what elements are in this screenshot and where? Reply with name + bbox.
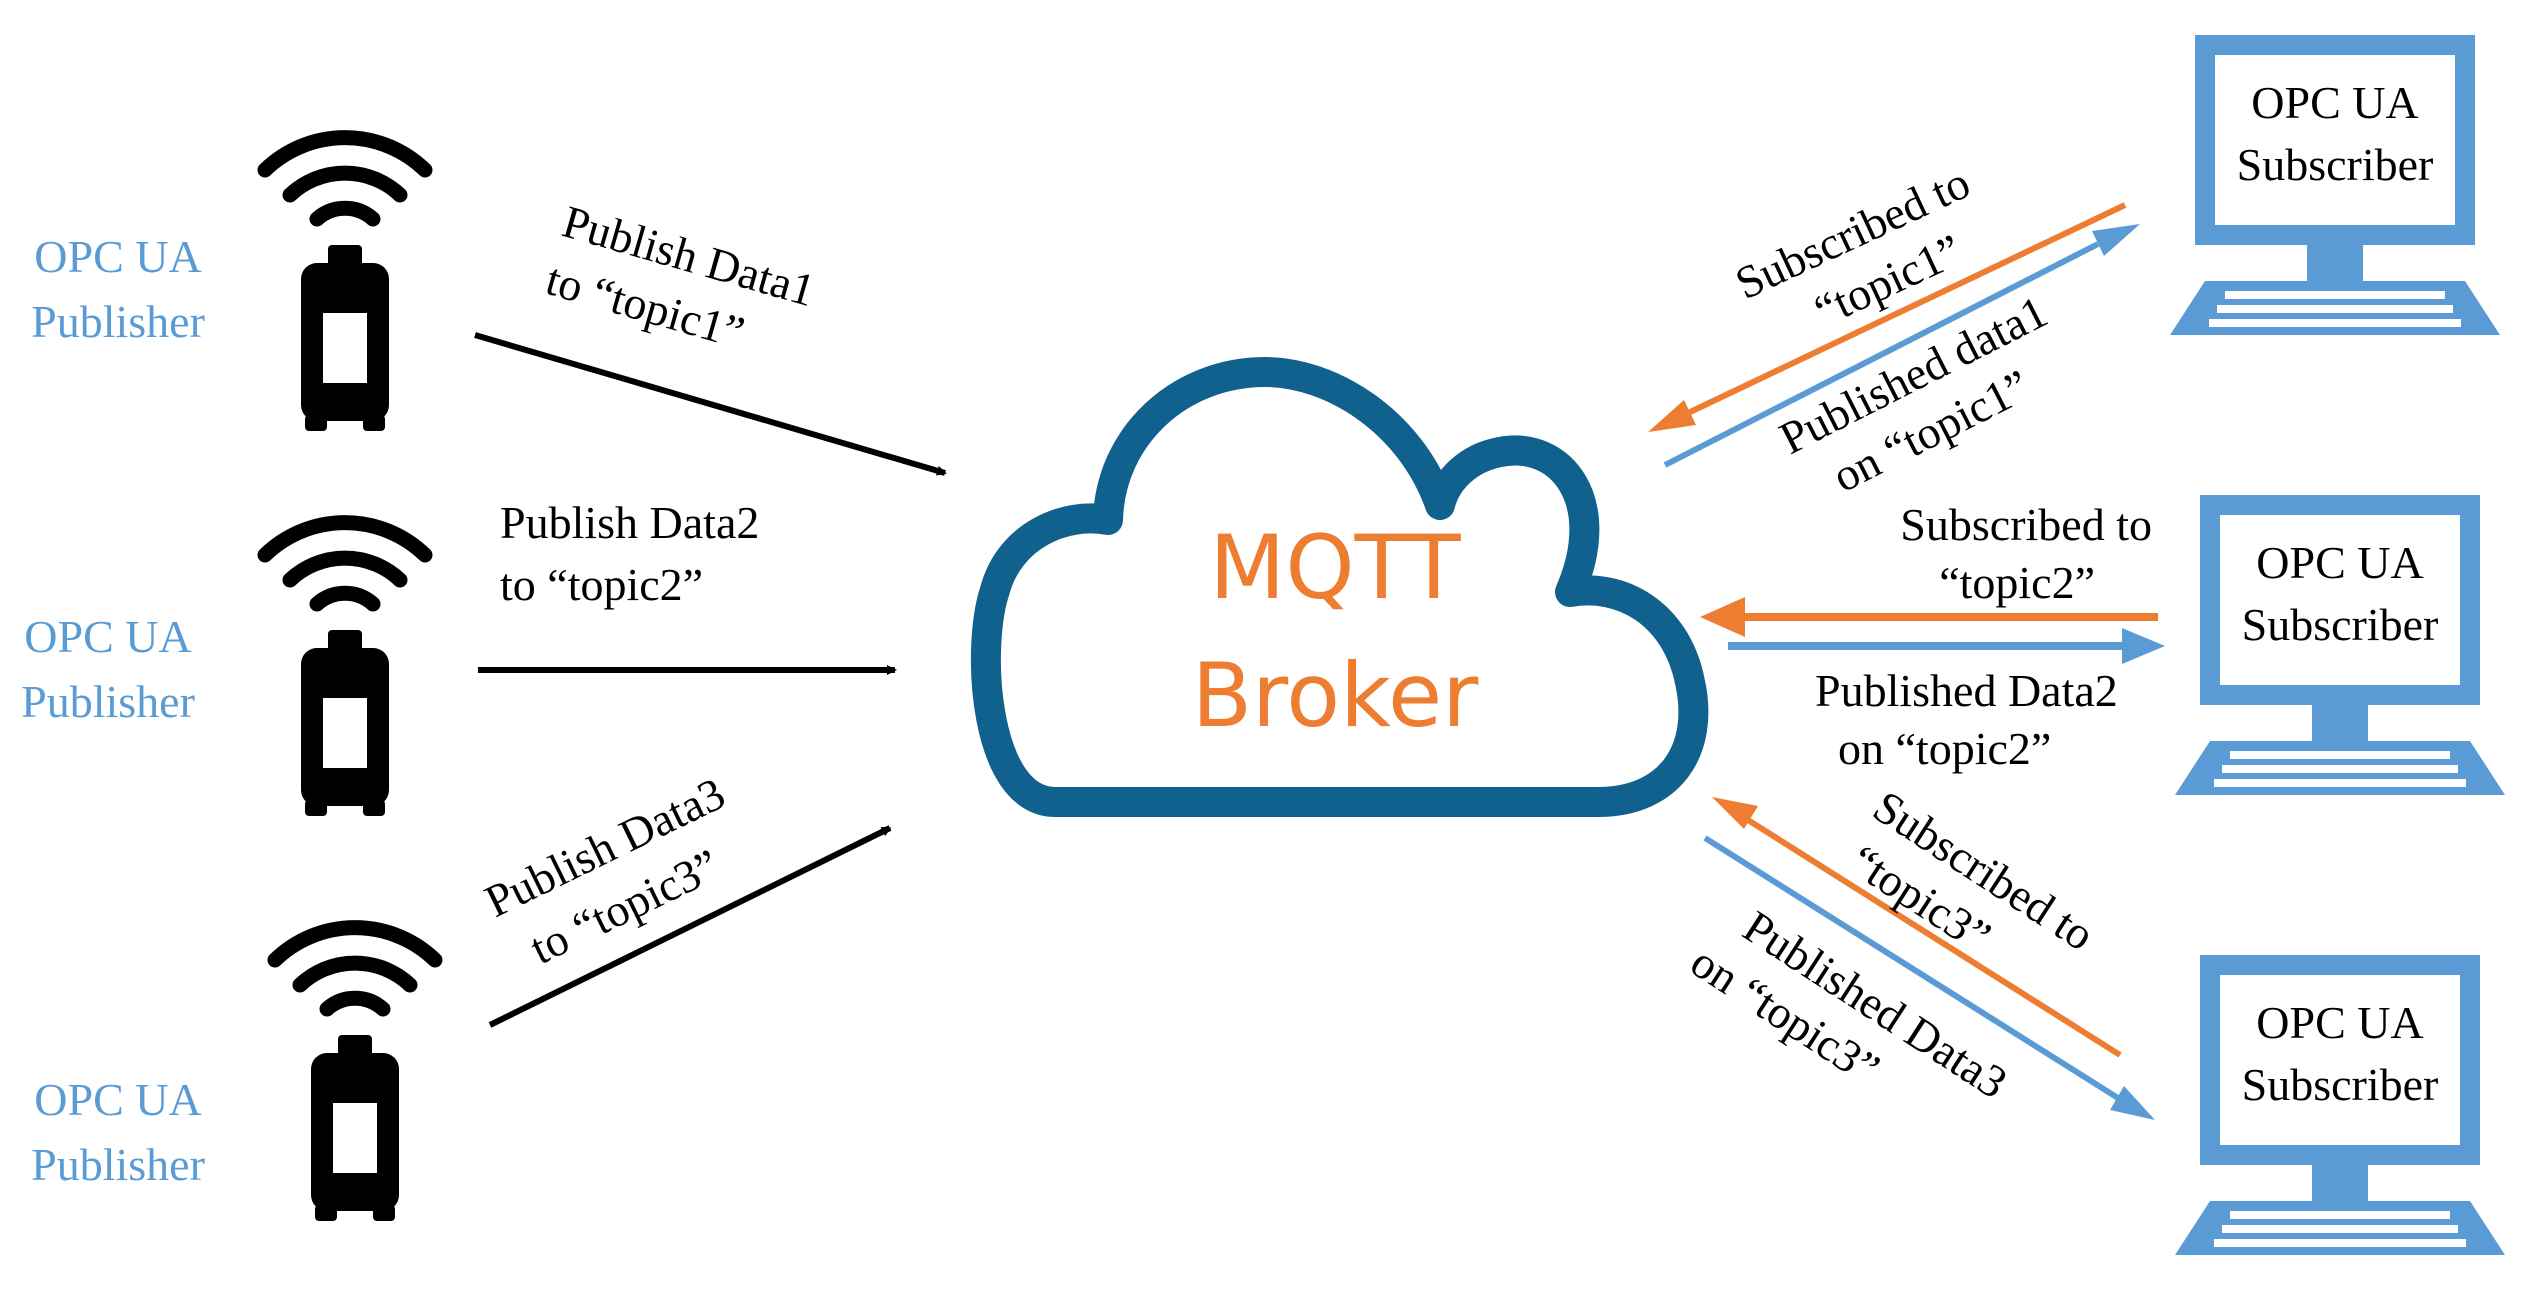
subscriber-label-line1: OPC UA <box>2256 537 2423 588</box>
publisher-label-line1: OPC UA <box>24 611 191 662</box>
publisher-label-line1: OPC UA <box>34 231 201 282</box>
subscribe-label-2: Subscribed to “topic2” <box>1900 499 2152 608</box>
subscriber-label-line1: OPC UA <box>2251 77 2418 128</box>
subscriber-label-line1: OPC UA <box>2256 997 2423 1048</box>
subscriber-label-line2: Subscriber <box>2242 1059 2439 1110</box>
delivery-label-line1: Published Data2 <box>1815 665 2118 716</box>
broker-label-line2: Broker <box>1192 644 1479 747</box>
delivery-arrow-1 <box>1663 224 2140 468</box>
publisher-label-line2: Publisher <box>21 676 195 727</box>
publish-label-3: Publish Data3 to “topic3” <box>477 767 732 974</box>
publisher-1: OPC UA Publisher <box>31 138 425 431</box>
publish-arrow-1 <box>474 332 947 476</box>
subscriber-label-line2: Subscriber <box>2237 139 2434 190</box>
subscribe-label-line2: “topic2” <box>1939 557 2095 608</box>
publisher-label-line1: OPC UA <box>34 1074 201 1125</box>
wireless-sensor-icon <box>275 928 435 1221</box>
delivery-label-1: Published data1 on “topic1” <box>1771 286 2055 502</box>
subscriber-label-line2: Subscriber <box>2242 599 2439 650</box>
publisher-label-line2: Publisher <box>31 1139 205 1190</box>
delivery-arrow-2 <box>1728 628 2165 664</box>
publisher-label-line2: Publisher <box>31 296 205 347</box>
cloud-icon <box>970 357 1709 817</box>
publisher-2: OPC UA Publisher <box>21 523 425 816</box>
publish-label-1: Publish Data1 to “topic1” <box>541 196 821 359</box>
delivery-label-2: Published Data2 on “topic2” <box>1815 665 2118 774</box>
publish-label-line2: to “topic2” <box>500 559 703 610</box>
subscriber-2: OPC UA Subscriber <box>2175 495 2505 795</box>
subscriber-1: OPC UA Subscriber <box>2170 35 2500 335</box>
publish-label-2: Publish Data2 to “topic2” <box>500 497 759 610</box>
publisher-3: OPC UA Publisher <box>31 928 435 1221</box>
broker-label-line1: MQTT <box>1209 516 1461 619</box>
delivery-label-line2: on “topic2” <box>1838 723 2051 774</box>
subscribe-arrow-3 <box>1712 797 2122 1058</box>
subscriber-3: OPC UA Subscriber <box>2175 955 2505 1255</box>
wireless-sensor-icon <box>265 138 425 431</box>
broker: MQTT Broker <box>970 357 1709 817</box>
publish-arrow-3 <box>488 825 892 1028</box>
wireless-sensor-icon <box>265 523 425 816</box>
delivery-arrow-3 <box>1703 835 2155 1120</box>
subscribe-arrow-2 <box>1700 597 2158 637</box>
subscribe-label-line1: Subscribed to <box>1900 499 2152 550</box>
publish-label-line1: Publish Data2 <box>500 497 759 548</box>
subscribe-arrow-1 <box>1648 202 2127 432</box>
